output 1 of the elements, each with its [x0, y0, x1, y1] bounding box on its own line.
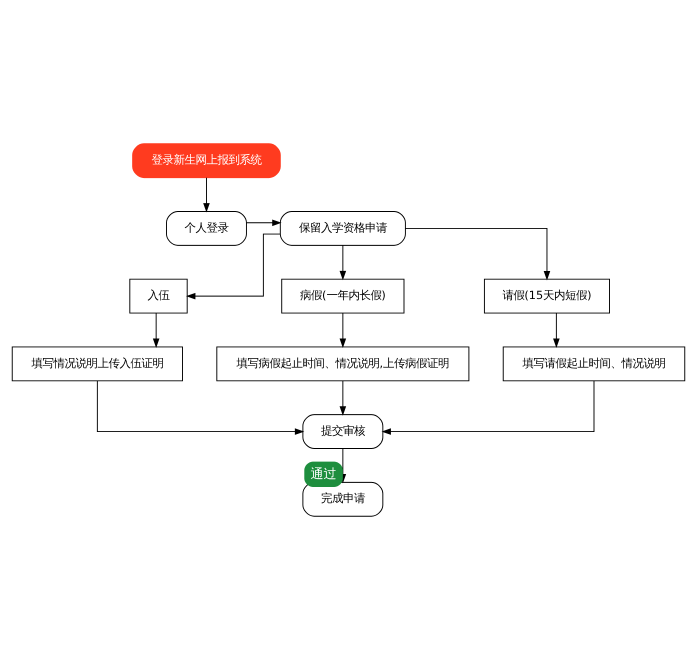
edge-label: 通过 [310, 467, 336, 482]
